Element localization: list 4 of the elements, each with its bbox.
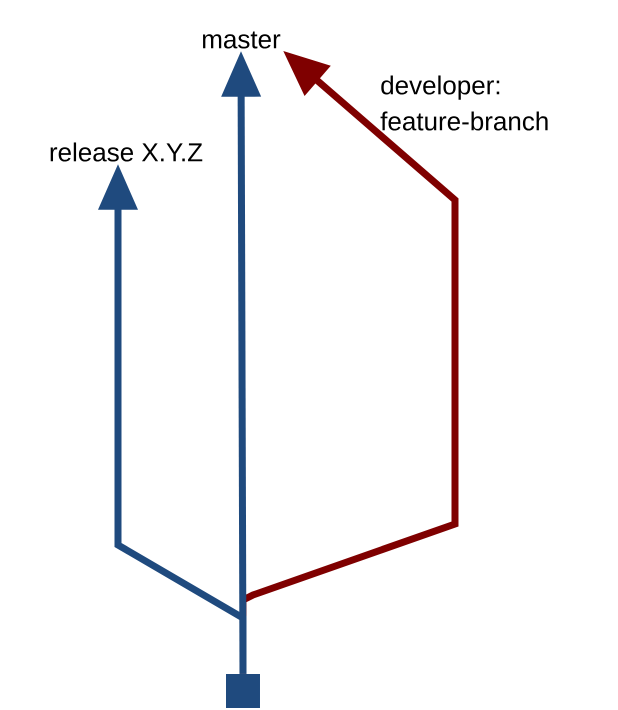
- branch-label: developer: feature-branch: [380, 75, 548, 131]
- start-square: [226, 674, 260, 708]
- branch-label: master: [203, 31, 280, 49]
- branch-label: release X.Y.Z: [50, 142, 202, 162]
